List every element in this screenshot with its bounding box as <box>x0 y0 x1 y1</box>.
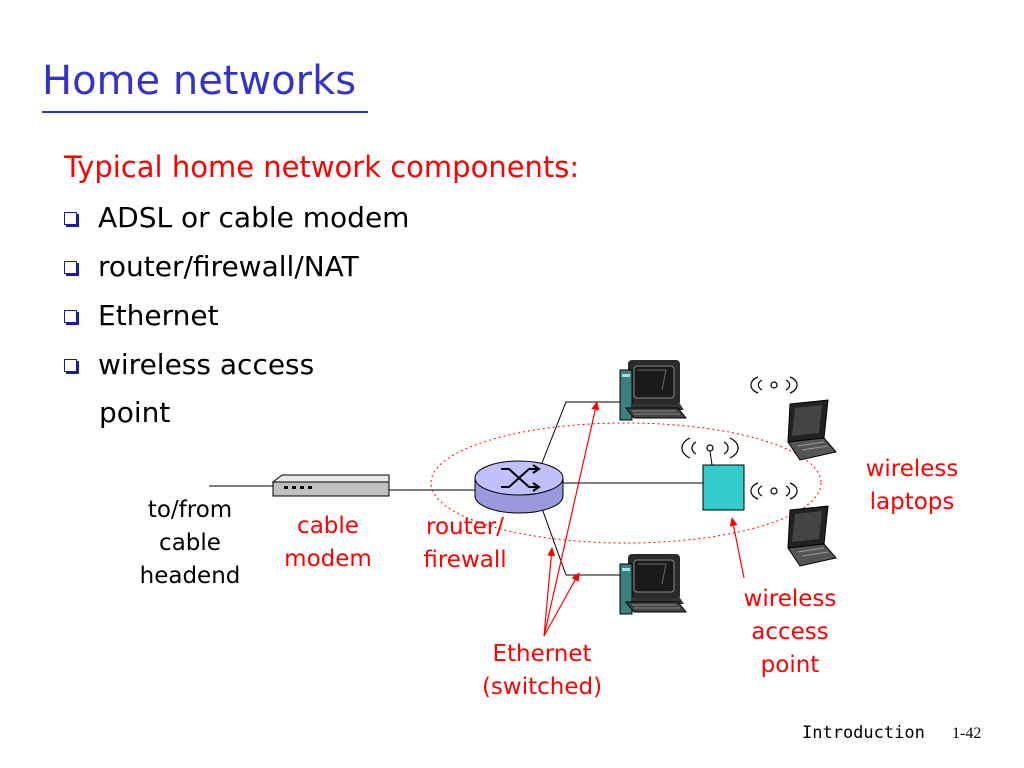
footer-page-number: 1-42 <box>952 725 982 742</box>
cable-modem-label: cable modem <box>284 513 372 572</box>
checkbox-bullet-icon <box>64 212 77 225</box>
headend-label: to/from cable headend <box>139 497 241 589</box>
footer-section-title: Introduction <box>802 723 925 743</box>
list-item: ADSL or cable modem <box>64 200 409 249</box>
access-point-label: wireless access point <box>743 586 837 678</box>
access-point-icon <box>681 437 745 511</box>
access-point-arrow <box>729 517 745 579</box>
ethernet-arrows <box>543 401 600 637</box>
list-item-continuation: point <box>99 396 171 429</box>
laptop-icon <box>750 376 837 461</box>
checkbox-bullet-icon <box>64 359 77 372</box>
home-network-ellipse <box>430 422 822 544</box>
cable-lines <box>209 401 703 576</box>
slide-title: Home networks <box>42 58 357 104</box>
checkbox-bullet-icon <box>64 261 77 274</box>
desktop-computer-icon <box>619 554 688 615</box>
components-heading: Typical home network components: <box>64 150 580 184</box>
router-firewall-label: router/ firewall <box>423 514 507 573</box>
cable-modem-icon <box>271 474 390 497</box>
laptop-icon <box>750 482 837 567</box>
checkbox-bullet-icon <box>64 310 77 323</box>
list-item: router/firewall/NAT <box>64 249 409 298</box>
wireless-laptops-label: wireless laptops <box>865 456 959 515</box>
components-list: ADSL or cable modem router/firewall/NAT … <box>64 200 409 396</box>
list-item: wireless access <box>64 347 409 396</box>
title-underline <box>42 111 368 113</box>
list-item: Ethernet <box>64 298 409 347</box>
desktop-computer-icon <box>619 360 688 421</box>
ethernet-label: Ethernet (switched) <box>481 641 603 700</box>
router-icon <box>474 460 564 514</box>
